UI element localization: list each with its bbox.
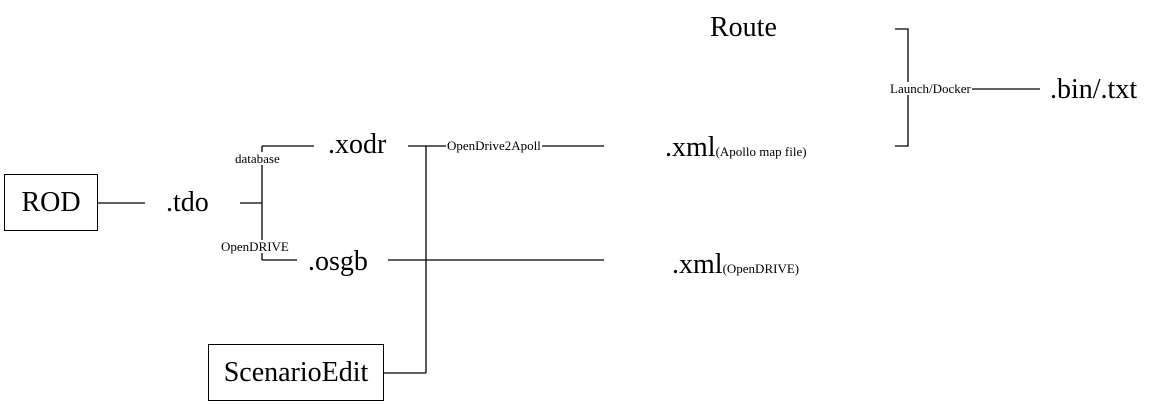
scenario-edit-label: ScenarioEdit [223, 356, 369, 388]
opendrive-label: OpenDRIVE [220, 239, 290, 254]
opendrive-xml-ext: .xml [672, 249, 723, 280]
osgb-node: .osgb [308, 246, 368, 277]
bin-txt-node: .bin/.txt [1050, 74, 1138, 105]
launch-docker-label: Launch/Docker [889, 81, 972, 96]
route-node: Route [710, 12, 777, 43]
opendrive-xml-node: .xml(OpenDRIVE) [672, 251, 799, 279]
rod-label: ROD [21, 186, 81, 218]
apollo-xml-ext: .xml [665, 132, 716, 163]
tdo-node: .tdo [166, 187, 209, 218]
apollo-xml-note: (Apollo map file) [715, 144, 807, 159]
apollo-xml-node: .xml(Apollo map file) [665, 134, 807, 162]
scenario-edit-box: ScenarioEdit [208, 344, 384, 401]
xodr-node: .xodr [328, 129, 387, 160]
rod-box: ROD [4, 174, 98, 231]
database-label: database [234, 151, 281, 166]
opendrive2apoll-label: OpenDrive2Apoll [446, 138, 542, 153]
opendrive-xml-note: (OpenDRIVE) [722, 261, 800, 276]
